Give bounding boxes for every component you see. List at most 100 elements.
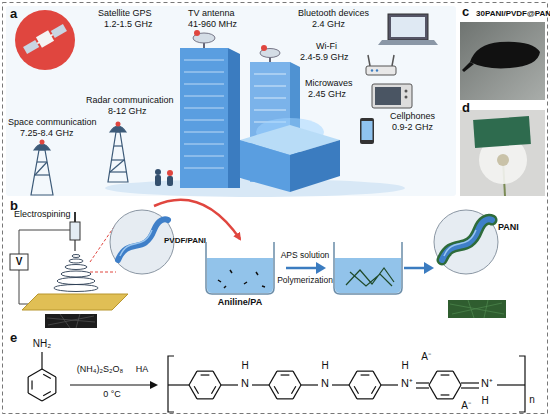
process-step: APS solution [281,251,330,260]
satellite-icon [23,40,39,54]
electrospinning-setup [57,278,95,285]
counter-ion: A⁻ [421,352,431,362]
panel-letter: a [10,7,17,20]
glowing-building [240,118,340,192]
space-tower [35,174,49,175]
panel-letter: e [10,331,17,344]
radar-tower [116,122,121,127]
magnifier-circle: PANI [428,206,528,278]
node-label: Aniline/PA [218,298,262,307]
reaction-arrow [70,384,152,385]
bond [252,384,269,385]
electrospinning-setup [10,254,28,270]
bond [373,385,381,399]
node-label: PANI [498,223,519,232]
bond [371,386,375,394]
tv-building [194,30,200,36]
beaker-outline [206,242,274,294]
sample-photo [460,22,545,100]
bond [197,371,213,372]
router-icon [371,69,373,71]
space-tower [34,144,50,150]
electrospinning-setup [90,272,116,273]
polymerization-beaker [334,242,402,294]
band-name: Satellite GPS [98,9,152,18]
bond [201,374,210,375]
fiber [118,219,168,260]
laptop-icon [391,17,425,37]
polymerization-beaker [335,258,401,293]
panel-letter: d [462,101,470,114]
satellite-icon [22,22,68,55]
router-icon [376,69,378,71]
microwave-icon [375,87,401,105]
microwave-icon [372,84,412,108]
process-arrows [424,262,434,274]
dandelion-photo [473,116,531,148]
bond [437,371,453,372]
bond [43,391,51,395]
bond [277,371,293,372]
atom-label: N [241,378,249,389]
reagent: HA [136,365,149,374]
antenna-building [254,110,286,111]
bond [291,386,295,394]
process-name: Electrospining [14,210,71,219]
pani-coating [442,219,492,260]
phone-icon [362,121,373,140]
bond [31,381,32,390]
frequency: 0.9-2 GHz [392,123,433,132]
antenna-building [254,86,286,87]
laptop-icon [388,14,428,40]
frequency: 2.4-5.9 GHz [300,53,349,62]
band-name: TV antenna [188,9,235,18]
bond [373,371,381,385]
bond [357,398,373,399]
electrospinning-setup [70,222,80,240]
voltage-symbol: V [16,257,23,267]
bond [221,384,238,385]
bracket [519,356,525,412]
antenna-building [261,45,267,51]
people [167,176,173,186]
bond [461,382,479,383]
microwave-icon [405,96,408,99]
router-icon [366,55,396,75]
atom-label: H [241,361,248,371]
bond [41,352,42,369]
bond [28,369,42,377]
bond [429,371,437,385]
band-name: Radar communication [86,96,174,105]
fiber-highlight [120,230,152,256]
radar-tower [110,160,124,172]
electrospinning-setup [65,265,87,270]
bond [416,382,429,383]
bond [269,371,277,385]
radar-tower [112,159,124,160]
electrospinning-setup [72,255,80,258]
counter-ion: A⁻ [461,401,471,411]
bond [429,385,437,399]
people [155,169,173,186]
bond [381,384,398,385]
bracket [168,356,174,412]
electrospinning-setup [47,314,95,328]
satellite-icon [36,30,54,47]
microwave-icon [405,90,408,93]
antenna-building [254,74,286,122]
satellite-icon [15,10,75,70]
radar-tower [108,132,128,182]
repeat-index: n [529,395,535,405]
bond [441,374,450,375]
tv-building [180,48,228,188]
bond [168,384,189,385]
space-tower [35,162,47,175]
electrospinning-setup [74,240,75,251]
bond [293,385,301,399]
tv-building [228,48,240,188]
microwave-icon [372,84,412,108]
band-name: Microwaves [305,79,353,88]
laptop-icon [378,14,438,45]
bond [357,371,373,372]
